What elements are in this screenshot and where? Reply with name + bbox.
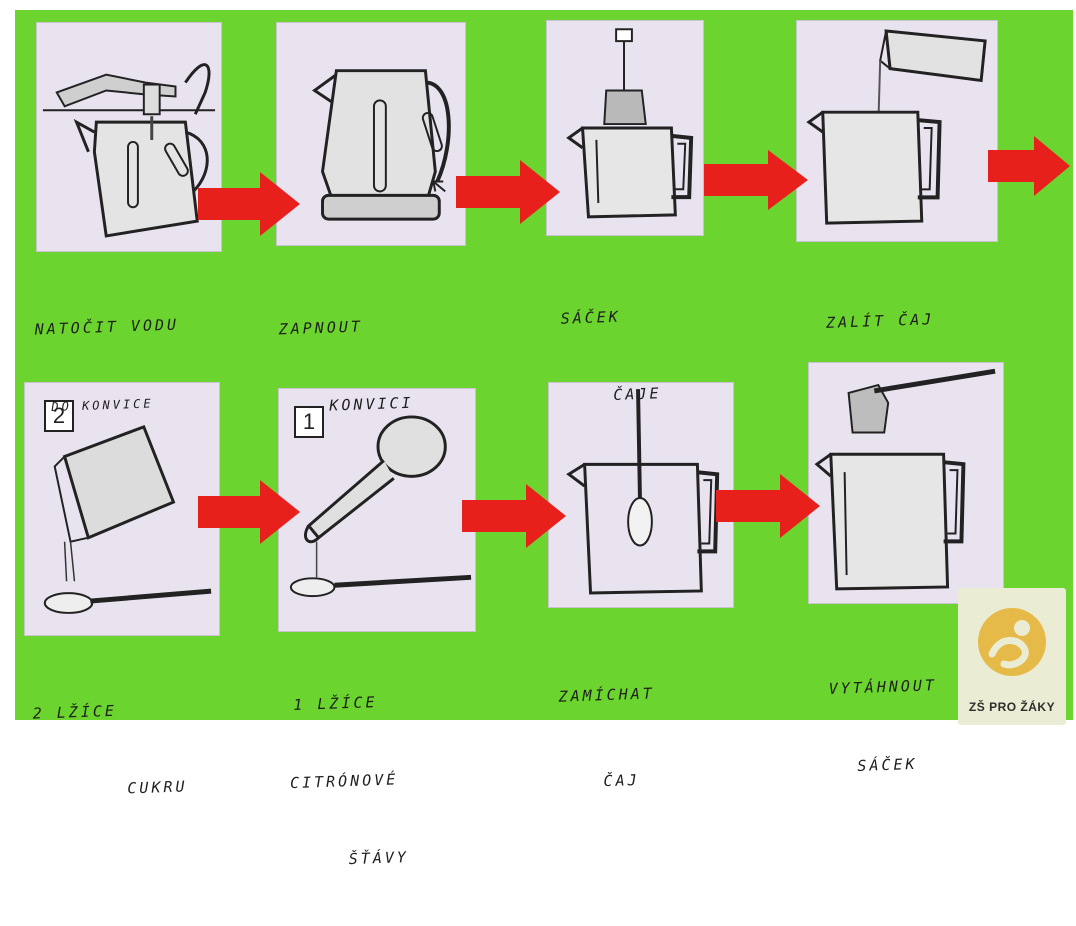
step-card-pour-water: [796, 20, 998, 242]
caption-line: 1 LŽÍCE: [293, 688, 404, 718]
red-arrow-icon: [456, 160, 560, 224]
red-arrow-icon: [198, 172, 300, 236]
caption-line: CITRÓNOVÉ: [290, 766, 407, 796]
step-caption: 1 LŽÍCE CITRÓNOVÉ ŠŤÁVY: [291, 636, 411, 926]
step-caption: VYTÁHNOUT SÁČEK: [826, 620, 941, 832]
electric-kettle-illustration: [277, 23, 465, 245]
caption-line: DO KONVICE: [37, 389, 182, 420]
caption-line: ZAPNOUT: [278, 312, 411, 343]
step-caption: SÁČEK ČAJE: [558, 250, 663, 461]
step-card-remove-bag: [808, 362, 1004, 604]
caption-line: ZAMÍCHAT: [558, 680, 655, 709]
teabag-into-jug-illustration: [547, 21, 703, 235]
red-arrow-icon: [988, 136, 1070, 196]
step-card-switch-on: [276, 22, 466, 246]
remove-teabag-illustration: [809, 363, 1003, 603]
caption-line: ČAJE: [563, 380, 662, 409]
pour-water-illustration: [797, 21, 997, 241]
watermark-text: ZŠ PRO ŽÁKY: [958, 700, 1066, 714]
caption-line: SÁČEK: [560, 302, 659, 331]
red-arrow-icon: [704, 150, 808, 210]
caption-line: VYTÁHNOUT: [828, 672, 937, 702]
red-arrow-icon: [462, 484, 566, 548]
step-card-fill-kettle: [36, 22, 222, 252]
step-caption: ZAPNOUT KONVICI: [276, 260, 415, 472]
red-arrow-icon: [716, 474, 820, 538]
caption-line: ŠŤÁVY: [298, 844, 409, 874]
kettle-under-tap-illustration: [37, 23, 221, 251]
child-silhouette-icon: [974, 602, 1050, 692]
step-caption: NATOČIT VODU DO KONVICE: [32, 260, 184, 473]
step-card-tea-bag: [546, 20, 704, 236]
caption-line: 2 LŽÍCE: [32, 695, 185, 726]
caption-line: CUKRU: [35, 773, 188, 804]
caption-line: SÁČEK: [831, 750, 940, 780]
caption-line: ZALÍT ČAJ: [826, 306, 935, 336]
caption-line: KONVICI: [281, 390, 414, 421]
step-caption: 2 LŽÍCE CUKRU: [30, 643, 189, 856]
caption-line: NATOČIT VODU: [34, 312, 179, 343]
red-arrow-icon: [198, 480, 300, 544]
step-caption: ZALÍT ČAJ: [824, 254, 937, 388]
step-caption: ZAMÍCHAT ČAJ: [556, 628, 660, 847]
caption-line: ČAJ: [561, 766, 658, 795]
school-logo-watermark: ZŠ PRO ŽÁKY: [958, 588, 1066, 725]
poster-scene: 2 1 NATOČIT VODU DO KONVICE ZAPNOUT KONV…: [0, 0, 1076, 735]
